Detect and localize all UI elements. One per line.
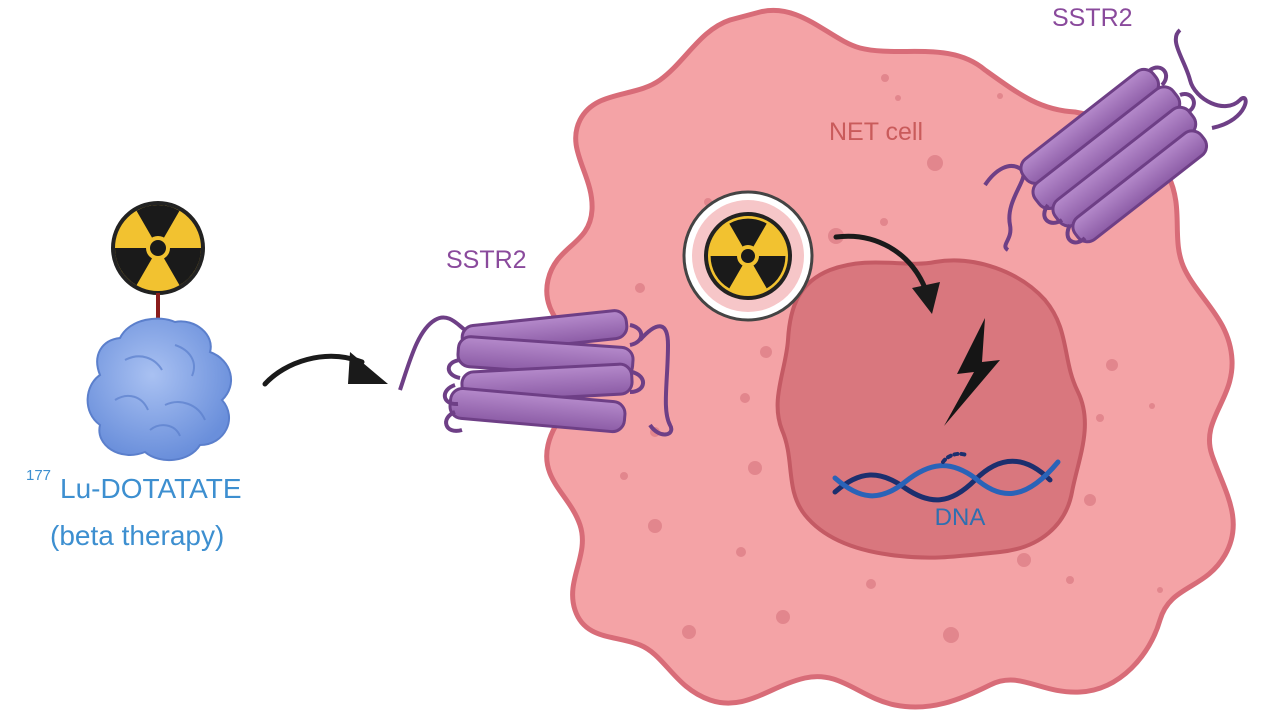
drug-name-label: Lu-DOTATATE — [60, 473, 242, 504]
dna-label: DNA — [935, 504, 986, 531]
dna-helix-icon — [832, 451, 1061, 503]
sstr2-left-label: SSTR2 — [446, 246, 527, 274]
receptor-icon — [983, 28, 1248, 252]
arrow-icon — [833, 233, 940, 314]
molecule-icon — [86, 317, 232, 462]
nucleus — [775, 258, 1087, 560]
radiation-icon — [682, 190, 814, 322]
lightning-bolt-icon — [944, 318, 1000, 426]
drug-subtitle-label: (beta therapy) — [50, 520, 224, 551]
net-cell-label: NET cell — [829, 118, 923, 146]
arrow-icon — [262, 352, 388, 387]
drug-molecule — [86, 201, 232, 462]
receptor-icon — [398, 309, 674, 437]
drug-superscript: 177 — [26, 467, 51, 484]
sstr2-top-label: SSTR2 — [1052, 4, 1133, 32]
radiation-icon — [111, 201, 205, 295]
